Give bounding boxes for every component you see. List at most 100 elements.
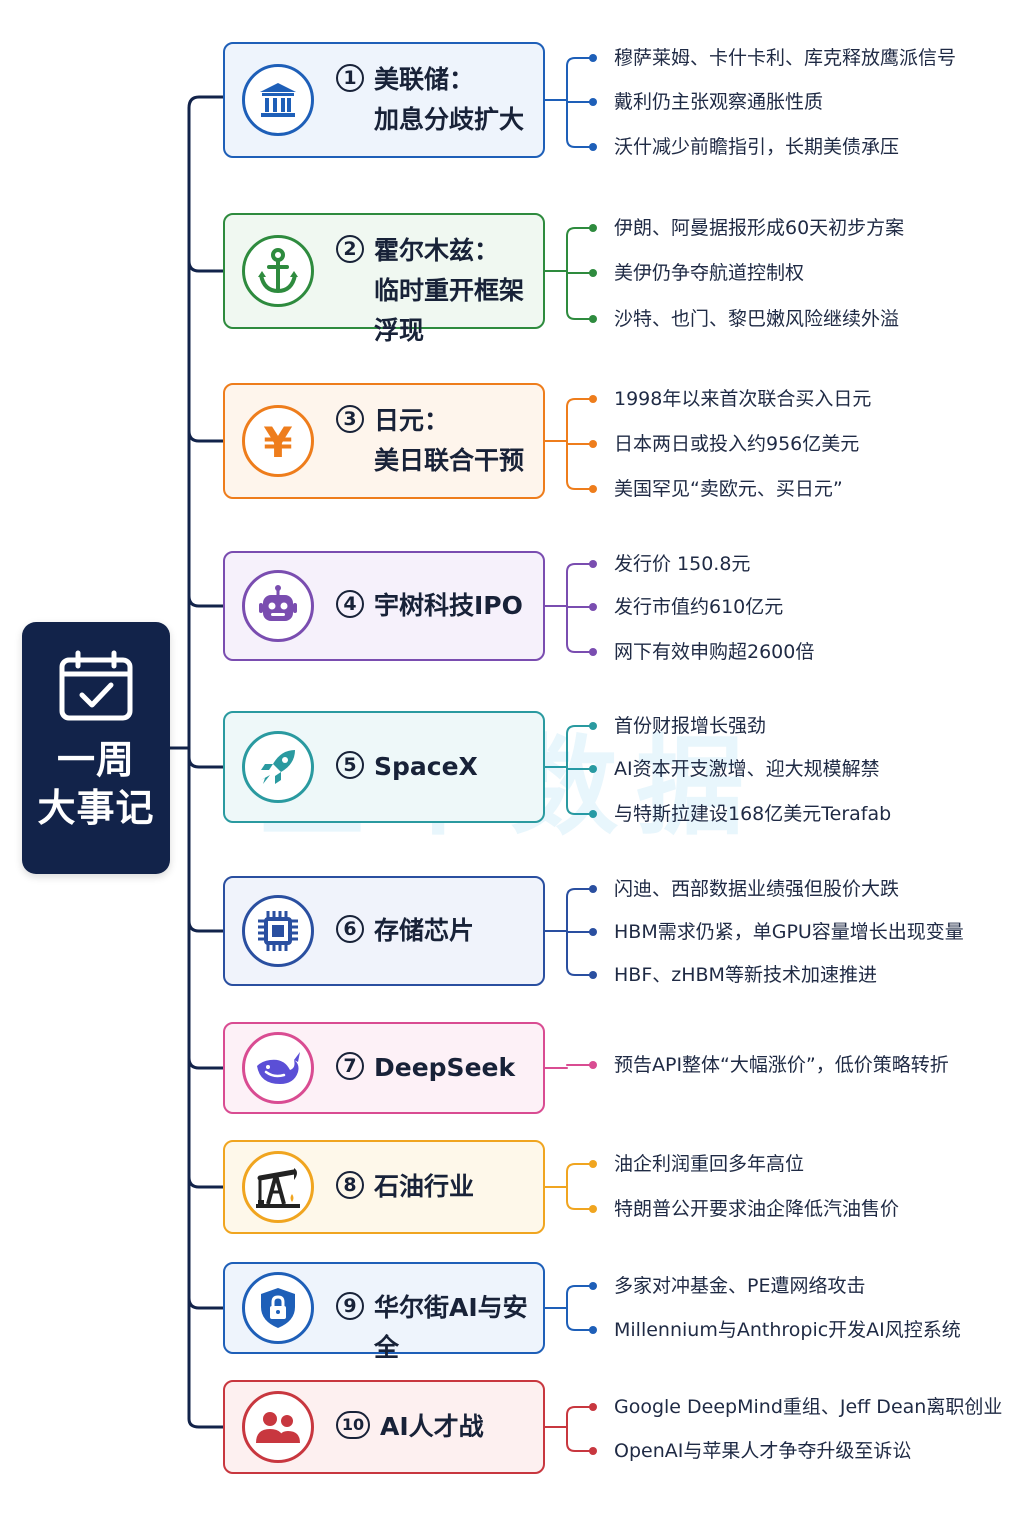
connector-curve bbox=[187, 1176, 223, 1189]
topic-heading: 7 DeepSeek bbox=[336, 1048, 537, 1088]
topic-6-point: 闪迪、西部数据业绩强但股价大跌 bbox=[614, 878, 900, 900]
topic-10-point: OpenAI与苹果人才争夺升级至诉讼 bbox=[614, 1440, 912, 1462]
topic-title: 存储芯片 bbox=[374, 916, 475, 945]
topic-card-2: 2 霍尔木兹： 临时重开框架浮现 bbox=[223, 213, 545, 345]
topic-icon-circle: ¥ bbox=[242, 405, 314, 477]
bullet-dot bbox=[589, 648, 597, 656]
bullet-dot bbox=[589, 1061, 597, 1069]
topic-title: DeepSeek bbox=[374, 1053, 516, 1082]
bullet-dot bbox=[589, 810, 597, 818]
bank-icon bbox=[256, 78, 300, 122]
topic-card-6: 6 存储芯片 bbox=[223, 876, 545, 986]
connector-curve bbox=[566, 227, 591, 320]
connector-curve bbox=[187, 920, 223, 933]
connector-curve bbox=[187, 595, 223, 608]
connector-curve bbox=[566, 398, 591, 490]
bullet-dot bbox=[589, 560, 597, 568]
bullet-dot bbox=[589, 928, 597, 936]
topic-icon-circle bbox=[242, 1151, 314, 1223]
topic-title: 美联储： 加息分歧扩大 bbox=[374, 65, 525, 134]
topic-card-8: 8 石油行业 bbox=[223, 1140, 545, 1234]
topic-number-badge: 10 bbox=[336, 1411, 370, 1439]
bullet-dot bbox=[589, 1447, 597, 1455]
topic-number-badge: 8 bbox=[336, 1171, 364, 1199]
topic-number-badge: 4 bbox=[336, 590, 364, 618]
topic-icon-circle bbox=[242, 731, 314, 803]
topic-number-badge: 7 bbox=[336, 1052, 364, 1080]
connector-curve bbox=[566, 888, 591, 976]
topic-title: 霍尔木兹： 临时重开框架浮现 bbox=[374, 236, 525, 345]
topic-3-point: 1998年以来首次联合买入日元 bbox=[614, 388, 872, 410]
topic-6-point: HBF、zHBM等新技术加速推进 bbox=[614, 964, 877, 986]
topic-number-badge: 2 bbox=[336, 235, 364, 263]
topic-5-point: 与特斯拉建设168亿美元Terafab bbox=[614, 803, 892, 825]
topic-title: AI人才战 bbox=[380, 1412, 484, 1441]
topic-icon-circle bbox=[242, 1391, 314, 1463]
whale-icon bbox=[254, 1048, 302, 1088]
bullet-dot bbox=[589, 971, 597, 979]
topic-3-point: 日本两日或投入约956亿美元 bbox=[614, 433, 860, 455]
topic-icon-circle bbox=[242, 64, 314, 136]
topic-1-point: 穆萨莱姆、卡什卡利、库克释放鹰派信号 bbox=[614, 47, 957, 69]
topic-1-point: 沃什减少前瞻指引，长期美债承压 bbox=[614, 136, 900, 158]
root-title: 一周 大事记 bbox=[37, 738, 155, 830]
topic-9-point: Millennium与Anthropic开发AI风控系统 bbox=[614, 1319, 961, 1341]
topic-3-point: 美国罕见“卖欧元、买日元” bbox=[614, 478, 843, 500]
topic-number-badge: 3 bbox=[336, 405, 364, 433]
topic-heading: 10 AI人才战 bbox=[336, 1407, 537, 1447]
bullet-dot bbox=[589, 1403, 597, 1411]
bullet-dot bbox=[589, 224, 597, 232]
bullet-dot bbox=[589, 1160, 597, 1168]
topic-6-point: HBM需求仍紧，单GPU容量增长出现变量 bbox=[614, 921, 964, 943]
topic-8-point: 特朗普公开要求油企降低汽油售价 bbox=[614, 1198, 900, 1220]
topic-icon-circle bbox=[242, 895, 314, 967]
connector-curve bbox=[187, 756, 223, 769]
topic-heading: 6 存储芯片 bbox=[336, 911, 537, 951]
bullet-dot bbox=[589, 1326, 597, 1334]
connector-curve bbox=[566, 1285, 591, 1331]
topic-card-10: 10 AI人才战 bbox=[223, 1380, 545, 1474]
topic-title: SpaceX bbox=[374, 752, 478, 781]
root-node: 一周 大事记 bbox=[22, 622, 170, 874]
bullet-dot bbox=[589, 98, 597, 106]
topic-heading: 1 美联储： 加息分歧扩大 bbox=[336, 60, 537, 140]
oil-pump-icon bbox=[254, 1164, 302, 1210]
topic-card-1: 1 美联储： 加息分歧扩大 bbox=[223, 42, 545, 158]
topic-title: 石油行业 bbox=[374, 1172, 475, 1201]
topic-heading: 2 霍尔木兹： 临时重开框架浮现 bbox=[336, 231, 537, 351]
connector-curve bbox=[566, 563, 591, 653]
topic-2-point: 伊朗、阿曼据报形成60天初步方案 bbox=[614, 217, 905, 239]
topic-number-badge: 1 bbox=[336, 64, 364, 92]
connector-curve bbox=[187, 1057, 223, 1070]
topic-heading: 8 石油行业 bbox=[336, 1167, 537, 1207]
connector-curve bbox=[566, 725, 591, 815]
topic-5-point: AI资本开支激增、迎大规模解禁 bbox=[614, 758, 880, 780]
robot-icon bbox=[256, 584, 300, 628]
bullet-dot bbox=[589, 485, 597, 493]
svg-text:¥: ¥ bbox=[263, 418, 292, 464]
topic-title: 华尔街AI与安全 bbox=[374, 1293, 528, 1362]
topic-2-point: 美伊仍争夺航道控制权 bbox=[614, 262, 805, 284]
topic-4-point: 发行价 150.8元 bbox=[614, 553, 751, 575]
topic-number-badge: 9 bbox=[336, 1292, 364, 1320]
connector-curve bbox=[187, 95, 223, 1429]
bullet-dot bbox=[589, 722, 597, 730]
topic-icon-circle bbox=[242, 235, 314, 307]
topic-5-point: 首份财报增长强劲 bbox=[614, 715, 767, 737]
bullet-dot bbox=[589, 315, 597, 323]
topic-number-badge: 6 bbox=[336, 915, 364, 943]
topic-icon-circle bbox=[242, 1032, 314, 1104]
people-icon bbox=[254, 1407, 302, 1447]
connector-curve bbox=[566, 57, 591, 148]
topic-9-point: 多家对冲基金、PE遭网络攻击 bbox=[614, 1275, 866, 1297]
rocket-icon bbox=[255, 744, 301, 790]
topic-2-point: 沙特、也门、黎巴嫩风险继续外溢 bbox=[614, 308, 900, 330]
topic-8-point: 油企利润重回多年高位 bbox=[614, 1153, 805, 1175]
topic-card-9: 9 华尔街AI与安全 bbox=[223, 1262, 545, 1362]
topic-card-7: 7 DeepSeek bbox=[223, 1022, 545, 1114]
